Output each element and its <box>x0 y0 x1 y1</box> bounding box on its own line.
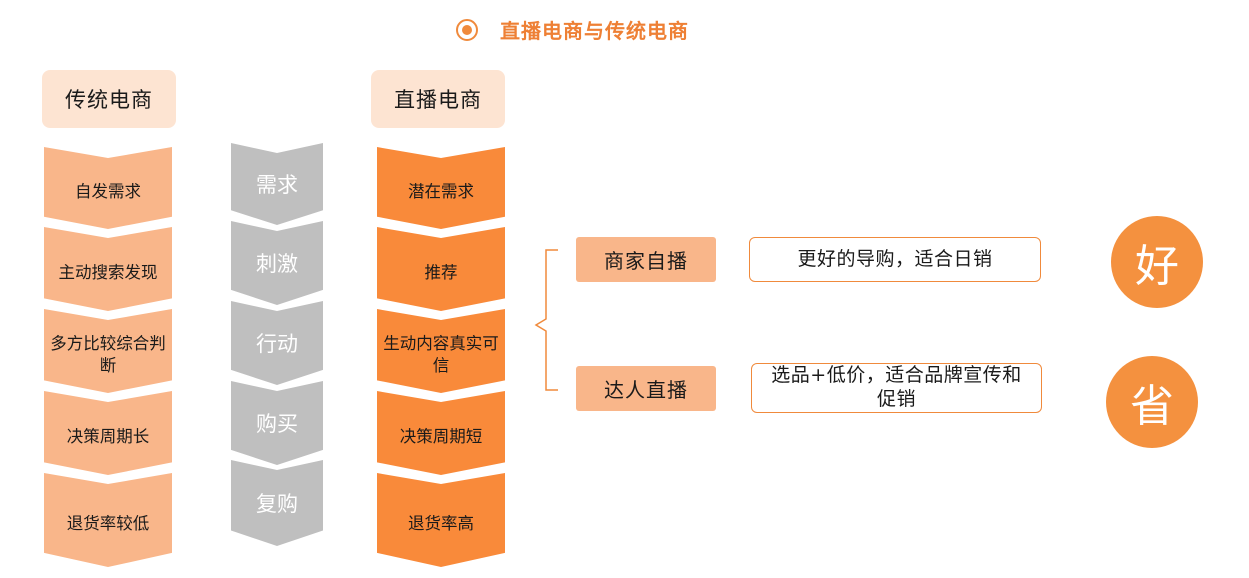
live-header: 直播电商 <box>371 70 505 128</box>
stage-5: 复购 <box>231 460 323 546</box>
type-influencer-desc: 选品+低价，适合品牌宣传和促销 <box>751 363 1042 413</box>
stage-4: 购买 <box>231 381 323 465</box>
bracket-connector <box>534 249 558 391</box>
stage-3: 行动 <box>231 301 323 385</box>
live-step-2: 推荐 <box>377 227 505 311</box>
live-step-1: 潜在需求 <box>377 147 505 229</box>
traditional-header: 传统电商 <box>42 70 176 128</box>
traditional-step-3: 多方比较综合判断 <box>44 309 172 393</box>
type-influencer-live: 达人直播 <box>576 366 716 411</box>
traditional-step-4: 决策周期长 <box>44 391 172 475</box>
page-title: 直播电商与传统电商 <box>500 19 689 43</box>
target-icon <box>456 19 478 41</box>
stage-1: 需求 <box>231 143 323 225</box>
traditional-step-1: 自发需求 <box>44 147 172 229</box>
badge-good: 好 <box>1111 216 1203 308</box>
live-step-4: 决策周期短 <box>377 391 505 475</box>
stage-2: 刺激 <box>231 221 323 305</box>
type-merchant-desc: 更好的导购，适合日销 <box>749 237 1041 282</box>
traditional-step-5: 退货率较低 <box>44 473 172 567</box>
badge-save: 省 <box>1106 356 1198 448</box>
live-step-3: 生动内容真实可信 <box>377 309 505 393</box>
type-merchant-live: 商家自播 <box>576 237 716 282</box>
traditional-step-2: 主动搜索发现 <box>44 227 172 311</box>
live-step-5: 退货率高 <box>377 473 505 567</box>
